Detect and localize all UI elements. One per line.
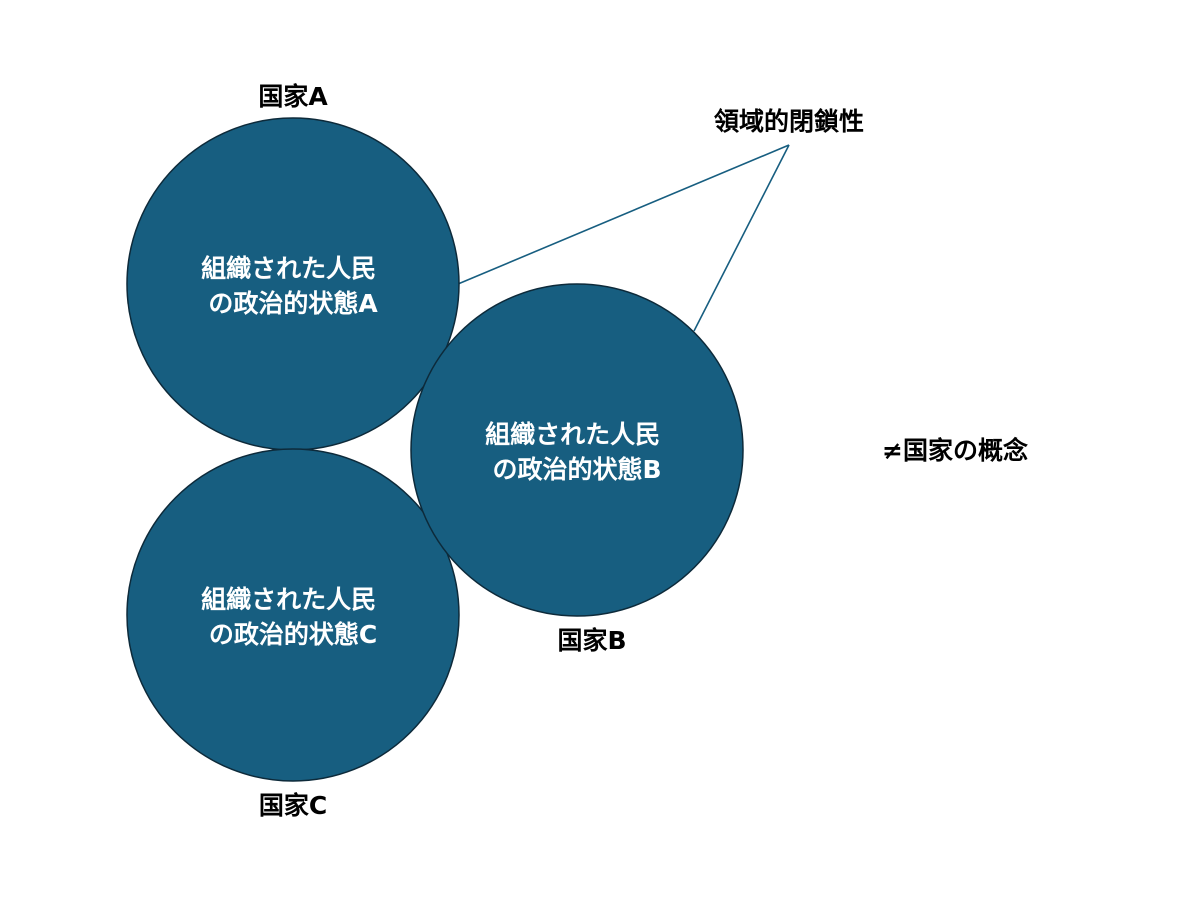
state-a-circle (126, 117, 460, 451)
state-b-label: 国家B (557, 626, 626, 655)
not-state-concept-note: ≠国家の概念 (882, 436, 1028, 465)
state-a-line-1: 組織された人民 (201, 254, 376, 283)
state-c-circle (126, 448, 460, 782)
state-b-circle-text: 組織された人民 の政治的状態B (485, 420, 669, 484)
connector-to-circle-b (693, 144, 790, 332)
state-b-line-1: 組織された人民 (485, 420, 660, 449)
territorial-closure-label: 領域的閉鎖性 (714, 107, 864, 136)
state-a-line-2: の政治的状態A (208, 289, 378, 318)
state-c-line-1: 組織された人民 (201, 585, 376, 614)
state-b-node: 組織された人民 の政治的状態B (410, 283, 744, 617)
state-c-label: 国家C (259, 791, 327, 820)
state-c-line-2: の政治的状態C (209, 620, 377, 649)
state-b-line-2: の政治的状態B (492, 455, 661, 484)
state-c-node: 組織された人民 の政治的状態C (126, 448, 460, 782)
connector-to-circle-a (457, 144, 790, 285)
state-a-label: 国家A (258, 82, 328, 111)
state-a-circle-text: 組織された人民 の政治的状態A (201, 254, 385, 318)
territorial-closure-connectors (457, 144, 790, 332)
state-b-circle (410, 283, 744, 617)
state-a-node: 組織された人民 の政治的状態A (126, 117, 460, 451)
state-c-circle-text: 組織された人民 の政治的状態C (201, 585, 385, 649)
